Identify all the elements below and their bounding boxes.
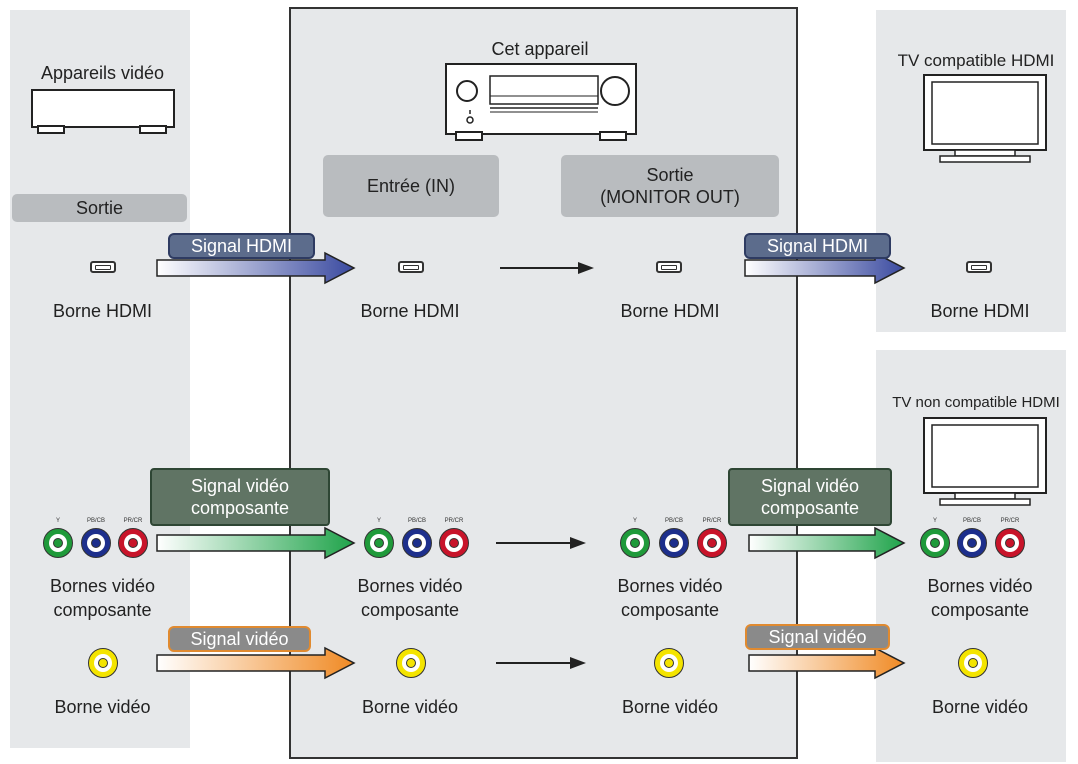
non-hdmi-tv-icon <box>923 417 1047 506</box>
internal-hdmi-arrow <box>500 262 594 274</box>
hdmi-signal-text-left: Signal HDMI <box>190 236 293 256</box>
tv-y-jack-icon <box>920 528 950 558</box>
input-label: Entrée (IN) <box>366 176 456 196</box>
hdmi-signal-text-right: Signal HDMI <box>766 236 869 256</box>
source-component-label-2: composante <box>53 600 152 620</box>
tv-component-label-2: composante <box>930 600 1030 620</box>
source-pr-jack-icon <box>118 528 148 558</box>
video-arrow-left <box>156 646 356 680</box>
monitor-out-box: Sortie (MONITOR OUT) <box>561 155 779 217</box>
in-component-label-2: composante <box>360 600 460 620</box>
tv-pr-jack-icon <box>995 528 1025 558</box>
source-y-jack-icon <box>43 528 73 558</box>
tv-video-jack-icon <box>958 648 988 678</box>
jack-label-pr: PR/CR <box>1000 518 1020 524</box>
hdmi-tv-panel <box>876 10 1066 332</box>
out-component-label-2: composante <box>620 600 720 620</box>
in-video-jack-icon <box>396 648 426 678</box>
av-receiver-icon <box>445 63 637 141</box>
internal-video-arrow <box>496 657 586 669</box>
source-pb-jack-icon <box>81 528 111 558</box>
source-output-box: Sortie <box>12 194 187 222</box>
video-signal-label-left: Signal vidéo <box>168 626 311 652</box>
out-pb-jack-icon <box>659 528 689 558</box>
component-signal-text-left-1: Signal vidéo <box>190 476 290 496</box>
jack-label-y: Y <box>932 518 937 524</box>
component-arrow-right <box>748 526 906 560</box>
this-unit-label: Cet appareil <box>491 39 589 59</box>
non-hdmi-tv-label: TV non compatible HDMI <box>892 394 1060 411</box>
jack-label-pr: PR/CR <box>702 518 722 524</box>
output-label-line1: Sortie <box>646 165 694 185</box>
source-hdmi-terminal-label: Borne HDMI <box>52 301 153 321</box>
out-hdmi-port-icon <box>656 261 682 273</box>
source-component-label-1: Bornes vidéo <box>49 576 156 596</box>
tv-pb-jack-icon <box>957 528 987 558</box>
hdmi-arrow-left <box>156 251 356 285</box>
in-pr-jack-icon <box>439 528 469 558</box>
jack-label-pr: PR/CR <box>444 518 464 524</box>
component-signal-label-left: Signal vidéo composante <box>150 468 330 526</box>
input-box: Entrée (IN) <box>323 155 499 217</box>
hdmi-signal-label-right: Signal HDMI <box>744 233 891 259</box>
in-y-jack-icon <box>364 528 394 558</box>
in-component-label-1: Bornes vidéo <box>357 576 463 596</box>
tv-component-label-1: Bornes vidéo <box>927 576 1033 596</box>
jack-label-pb: PB/CB <box>664 518 683 524</box>
out-component-label-1: Bornes vidéo <box>617 576 723 596</box>
output-label-line2: (MONITOR OUT) <box>600 187 740 207</box>
component-signal-text-left-2: composante <box>190 498 290 518</box>
source-hdmi-port-icon <box>90 261 116 273</box>
video-signal-text-right: Signal vidéo <box>768 627 867 647</box>
jack-label-pb: PB/CB <box>86 518 105 524</box>
hdmi-tv-icon <box>923 74 1047 163</box>
tv-hdmi-port-icon <box>966 261 992 273</box>
jack-label-y: Y <box>55 518 60 524</box>
jack-label-pb: PB/CB <box>407 518 426 524</box>
jack-label-y: Y <box>376 518 381 524</box>
jack-label-pb: PB/CB <box>962 518 981 524</box>
in-pb-jack-icon <box>402 528 432 558</box>
component-signal-label-right: Signal vidéo composante <box>728 468 892 526</box>
source-video-jack-icon <box>88 648 118 678</box>
hdmi-tv-label: TV compatible HDMI <box>897 51 1055 70</box>
out-pr-jack-icon <box>697 528 727 558</box>
component-arrow-left <box>156 526 356 560</box>
video-source-device-icon <box>31 89 175 134</box>
video-devices-label: Appareils vidéo <box>40 63 165 83</box>
source-output-label: Sortie <box>75 198 124 218</box>
component-signal-text-right-2: composante <box>760 498 860 518</box>
jack-label-y: Y <box>632 518 637 524</box>
tv-hdmi-terminal-label: Borne HDMI <box>930 301 1030 321</box>
out-video-jack-icon <box>654 648 684 678</box>
tv-video-terminal-label: Borne vidéo <box>931 697 1029 717</box>
in-video-terminal-label: Borne vidéo <box>361 697 459 717</box>
out-y-jack-icon <box>620 528 650 558</box>
in-hdmi-port-icon <box>398 261 424 273</box>
video-arrow-right <box>748 646 906 680</box>
video-signal-text-left: Signal vidéo <box>190 629 289 649</box>
jack-label-pr: PR/CR <box>123 518 143 524</box>
hdmi-signal-label-left: Signal HDMI <box>168 233 315 259</box>
in-hdmi-terminal-label: Borne HDMI <box>360 301 460 321</box>
video-signal-label-right: Signal vidéo <box>745 624 890 650</box>
out-video-terminal-label: Borne vidéo <box>621 697 719 717</box>
component-signal-text-right-1: Signal vidéo <box>760 476 860 496</box>
internal-component-arrow <box>496 537 586 549</box>
out-hdmi-terminal-label: Borne HDMI <box>620 301 720 321</box>
source-video-terminal-label: Borne vidéo <box>54 697 151 717</box>
